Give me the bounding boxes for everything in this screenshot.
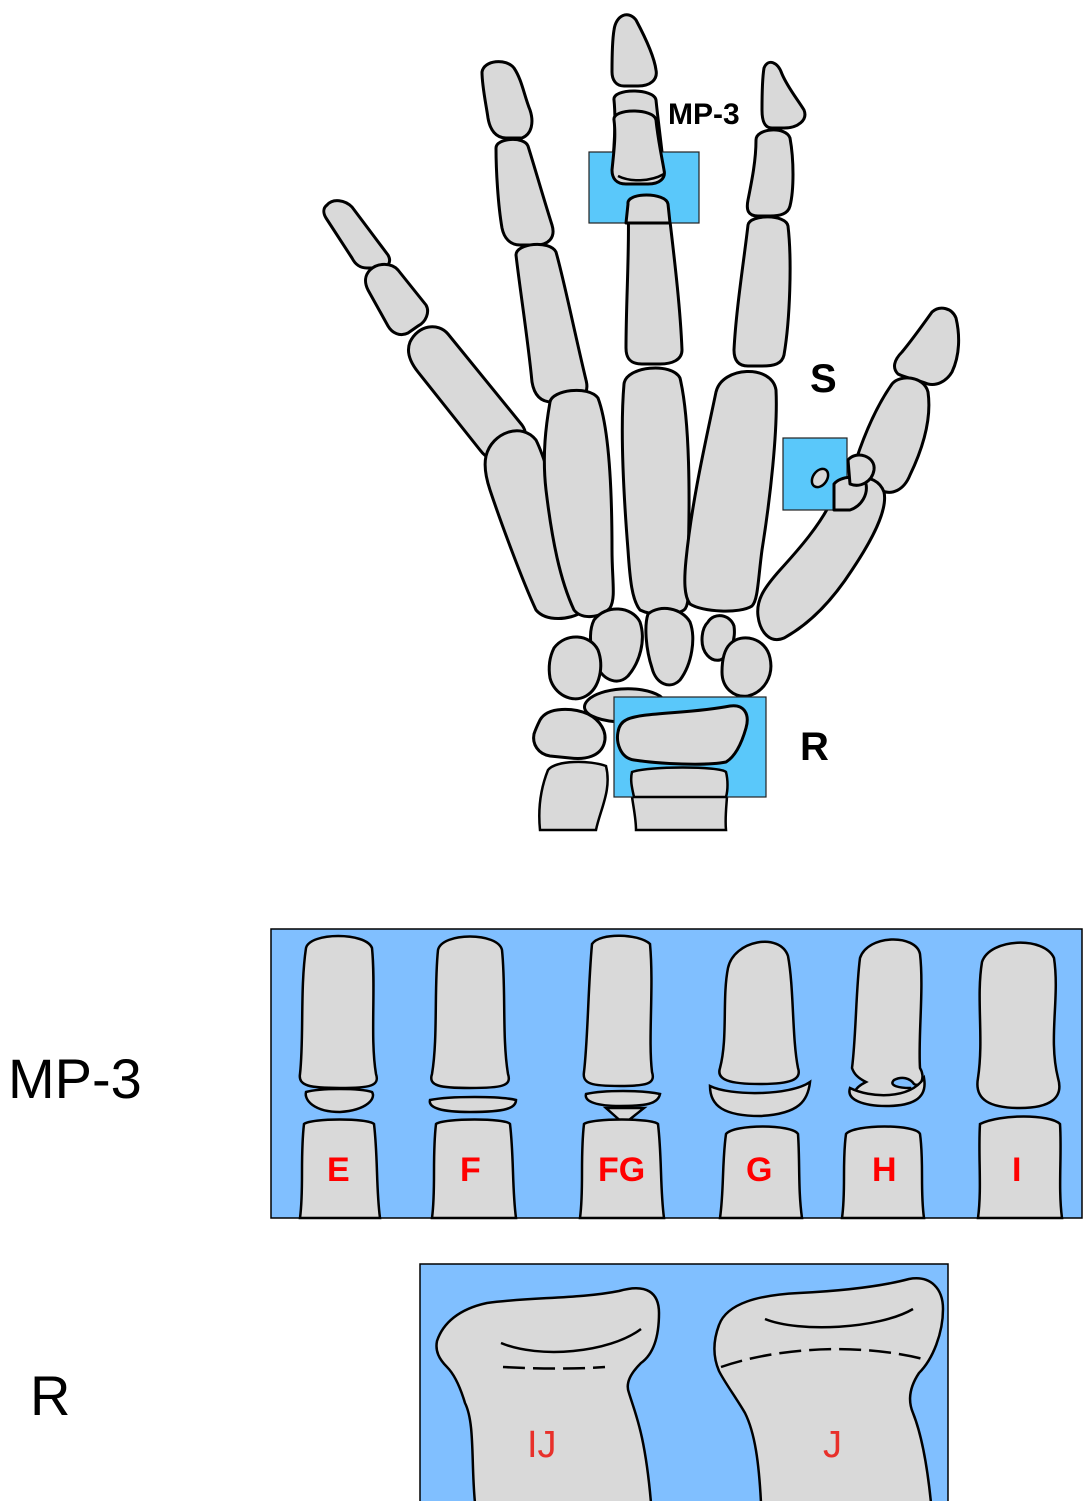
mp3-stage-label-e: E <box>327 1151 350 1189</box>
mp3-stage-i: I <box>977 943 1062 1218</box>
row-label-radius: R <box>30 1363 70 1428</box>
ulna <box>534 709 608 830</box>
hand-label-radius: R <box>800 725 829 769</box>
index-finger <box>685 62 805 611</box>
hand-label-mp3: MP-3 <box>668 98 740 131</box>
mp3-stage-fg: FG <box>580 936 664 1218</box>
mp3-stage-label-h: H <box>872 1151 897 1189</box>
hand-skeleton-diagram: MP-3 S R <box>0 0 1083 850</box>
mp3-stage-panel: E F FG G H I <box>270 928 1083 1220</box>
mp3-stage-label-g: G <box>746 1151 772 1189</box>
mp3-stage-e: E <box>300 936 380 1218</box>
hand-label-sesamoid: S <box>810 357 837 401</box>
mp3-stage-label-f: F <box>460 1151 481 1189</box>
mp3-stage-f: F <box>430 937 516 1219</box>
radius-stage-label-ij: IJ <box>527 1424 557 1466</box>
radius-stage-label-j: J <box>823 1424 842 1466</box>
radius-stage-panel: IJ J <box>419 1263 949 1501</box>
row-label-mp3: MP-3 <box>8 1046 142 1111</box>
mp3-stage-label-i: I <box>1012 1151 1021 1189</box>
mp3-stage-label-fg: FG <box>598 1151 645 1189</box>
